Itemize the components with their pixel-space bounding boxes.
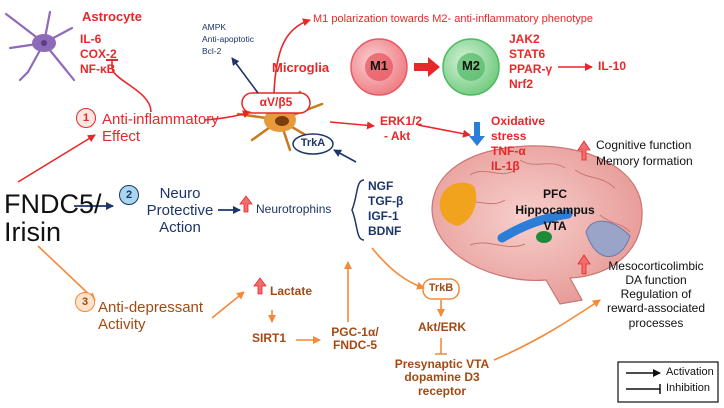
factor-label: TGF-β	[368, 194, 404, 208]
microglia-cell-icon	[236, 90, 324, 152]
astrocyte-cell-icon	[4, 10, 76, 82]
arrow-effect3-to-lactate	[211, 291, 245, 319]
step-badge-1: 1	[76, 108, 96, 128]
legend-activation-label: Activation	[666, 366, 714, 378]
oxidative-label: TNF-α	[491, 144, 526, 158]
factor-label: IGF-1	[368, 209, 399, 223]
oxidative-label: stress	[491, 129, 527, 143]
inhibition-line-icon	[626, 384, 661, 394]
trka-label: TrkA	[300, 137, 326, 149]
arrow-integrin-to-m1polarization	[273, 18, 311, 94]
up-arrow-icon	[253, 277, 267, 295]
arrow-effect1-to-integrin	[204, 110, 251, 121]
brain-region-label: VTA	[543, 219, 567, 233]
m1-label: M1	[369, 58, 389, 73]
ampk-label: Anti-apoptotic	[202, 34, 254, 44]
arrow-erk-to-oxidative	[417, 124, 471, 138]
trka-box	[292, 133, 334, 155]
up-arrow-icon	[577, 254, 591, 275]
microglia-label: Microglia	[272, 60, 330, 75]
fndc5-irisin-label: FNDC5/ Irisin	[4, 189, 102, 248]
arrow-microglia-to-erk	[329, 121, 375, 130]
erk-label: ERK1/2	[380, 114, 423, 128]
m2-cell-icon	[442, 38, 500, 96]
erk-label: - Akt	[384, 129, 411, 143]
brain-icon	[431, 145, 643, 305]
oxidative-label: IL-1β	[491, 159, 520, 173]
pgc-label: PGC-1α/ FNDC-5	[331, 325, 379, 353]
inhibition-aktErk-presynaptic	[435, 338, 447, 355]
legend-inhibition-label: Inhibition	[666, 382, 711, 394]
astrocyte-inhibition-connector	[111, 60, 152, 113]
m2-marker: STAT6	[509, 47, 546, 61]
m2-label: M2	[461, 58, 481, 73]
anti-inflammatory-effect-label: Anti-inflammatory Effect	[102, 111, 219, 145]
arrow-presynaptic-to-mesocorticolimbic	[493, 299, 601, 361]
m1-cell-icon	[350, 38, 408, 96]
astrocyte-marker: COX-2	[80, 47, 117, 61]
factor-label: NGF	[368, 179, 394, 193]
step-badge-2: 2	[119, 185, 139, 205]
m2-marker: Nrf2	[509, 77, 534, 91]
astrocyte-title: Astrocyte	[82, 9, 142, 24]
arrow-factors-to-trkb	[371, 247, 425, 290]
neuroprotective-action-label: Neuro Protective Action	[146, 185, 214, 236]
cognitive-label: Cognitive function	[596, 138, 692, 152]
trkb-label: TrkB	[428, 282, 454, 294]
astrocyte-marker: IL-6	[80, 32, 102, 46]
legend-box	[617, 361, 719, 403]
m1-polarization-label: M1 polarization towards M2- anti-inflamm…	[313, 13, 594, 25]
neurotrophins-label: Neurotrophins	[256, 202, 332, 216]
arrow-fndc5-to-effect1	[17, 134, 96, 183]
arrow-fndc5-to-effect3	[37, 245, 96, 301]
factor-label: BDNF	[368, 224, 402, 238]
arrow-integrin-to-ampk	[231, 57, 259, 94]
up-arrow-icon	[239, 195, 253, 213]
ampk-label: Bcl-2	[202, 46, 222, 56]
integrin-box	[241, 92, 311, 114]
m1-to-m2-arrow-icon	[414, 57, 440, 77]
down-arrow-icon	[469, 122, 485, 146]
integrin-label: αV/β5	[259, 95, 293, 109]
sirt1-label: SIRT1	[252, 331, 287, 345]
presynaptic-label: Presynaptic VTA dopamine D3 receptor	[394, 357, 490, 398]
ampk-label: AMPK	[202, 22, 227, 32]
antidepressant-activity-label: Anti-depressant Activity	[98, 299, 204, 333]
lactate-label: Lactate	[270, 284, 313, 298]
brain-region-label: Hippocampus	[515, 203, 595, 217]
up-arrow-icon	[577, 140, 591, 161]
m2-marker: PPAR-γ	[509, 62, 553, 76]
m2-marker: JAK2	[509, 32, 540, 46]
mesocorticolimbic-label: Mesocorticolimbic DA function Regulation…	[606, 259, 706, 330]
arrow-factors-to-trka	[333, 149, 357, 163]
brace-icon	[351, 179, 365, 241]
step-badge-3: 3	[75, 292, 95, 312]
akt-erk-label: Akt/ERK	[418, 320, 467, 334]
il10-label: IL-10	[598, 59, 627, 73]
oxidative-label: Oxidative	[491, 114, 546, 128]
astrocyte-marker: NF-κB	[80, 62, 116, 76]
cognitive-label: Memory formation	[596, 154, 693, 168]
brain-region-label: PFC	[543, 187, 567, 201]
